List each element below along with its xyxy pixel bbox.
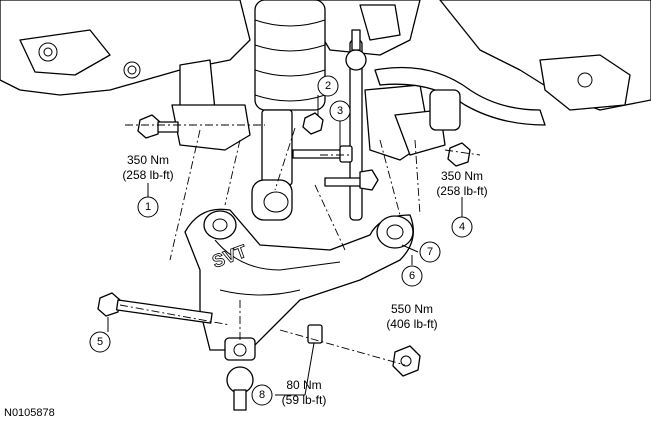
torque-1-lbft: (258 lb-ft): [122, 168, 173, 182]
torque-8-lbft: (59 lb-ft): [282, 393, 327, 407]
frame-bracket-rear: [171, 59, 251, 151]
coil-spring: [254, 0, 326, 111]
figure-id: N0105878: [4, 407, 55, 419]
torque-4-lbft: (258 lb-ft): [436, 184, 487, 198]
callout-7: 7: [419, 241, 441, 263]
callout-2-number: 2: [325, 80, 331, 92]
assembly-lines: [119, 124, 481, 366]
torque-1-nm: 350 Nm: [127, 153, 169, 167]
torque-spec-1: 350 Nm (258 lb-ft): [122, 153, 173, 182]
bolt-rear-cam: [137, 114, 179, 139]
nut-lower-arm: [392, 345, 421, 377]
callout-6-number: 6: [409, 270, 415, 282]
torque-6-nm: 550 Nm: [391, 302, 433, 316]
callout-5: 5: [89, 331, 111, 353]
callout-7-number: 7: [427, 246, 433, 258]
callout-5-number: 5: [97, 336, 103, 348]
callout-8-number: 8: [259, 389, 265, 401]
lower-control-arm: SVT: [184, 208, 414, 351]
shock-absorber: [251, 109, 293, 221]
callout-3-number: 3: [337, 105, 343, 117]
bolt-front-cam: [324, 142, 471, 191]
torque-spec-4: 350 Nm (258 lb-ft): [436, 169, 487, 198]
callout-1-number: 1: [145, 201, 151, 213]
callout-4: 4: [451, 216, 473, 238]
torque-spec-6: 550 Nm (406 lb-ft): [386, 302, 437, 331]
stabilizer-bar: [374, 66, 546, 131]
callout-4-number: 4: [459, 221, 465, 233]
torque-8-nm: 80 Nm: [286, 378, 321, 392]
callout-2: 2: [317, 75, 339, 97]
bolt-shock-upper: [302, 112, 324, 135]
bolt-shock-lower: [292, 145, 353, 163]
ball-joint: [224, 337, 256, 411]
callout-1: 1: [137, 196, 159, 218]
nut-ball-joint: [307, 324, 323, 344]
leader-lines: [107, 95, 463, 396]
vehicle-frame: [0, 0, 651, 111]
callout-8: 8: [251, 384, 273, 406]
torque-4-nm: 350 Nm: [441, 169, 483, 183]
callout-6: 6: [401, 265, 423, 287]
torque-spec-8: 80 Nm (59 lb-ft): [282, 378, 327, 407]
torque-6-lbft: (406 lb-ft): [386, 317, 437, 331]
stabilizer-link: [345, 29, 367, 221]
callout-3: 3: [329, 100, 351, 122]
